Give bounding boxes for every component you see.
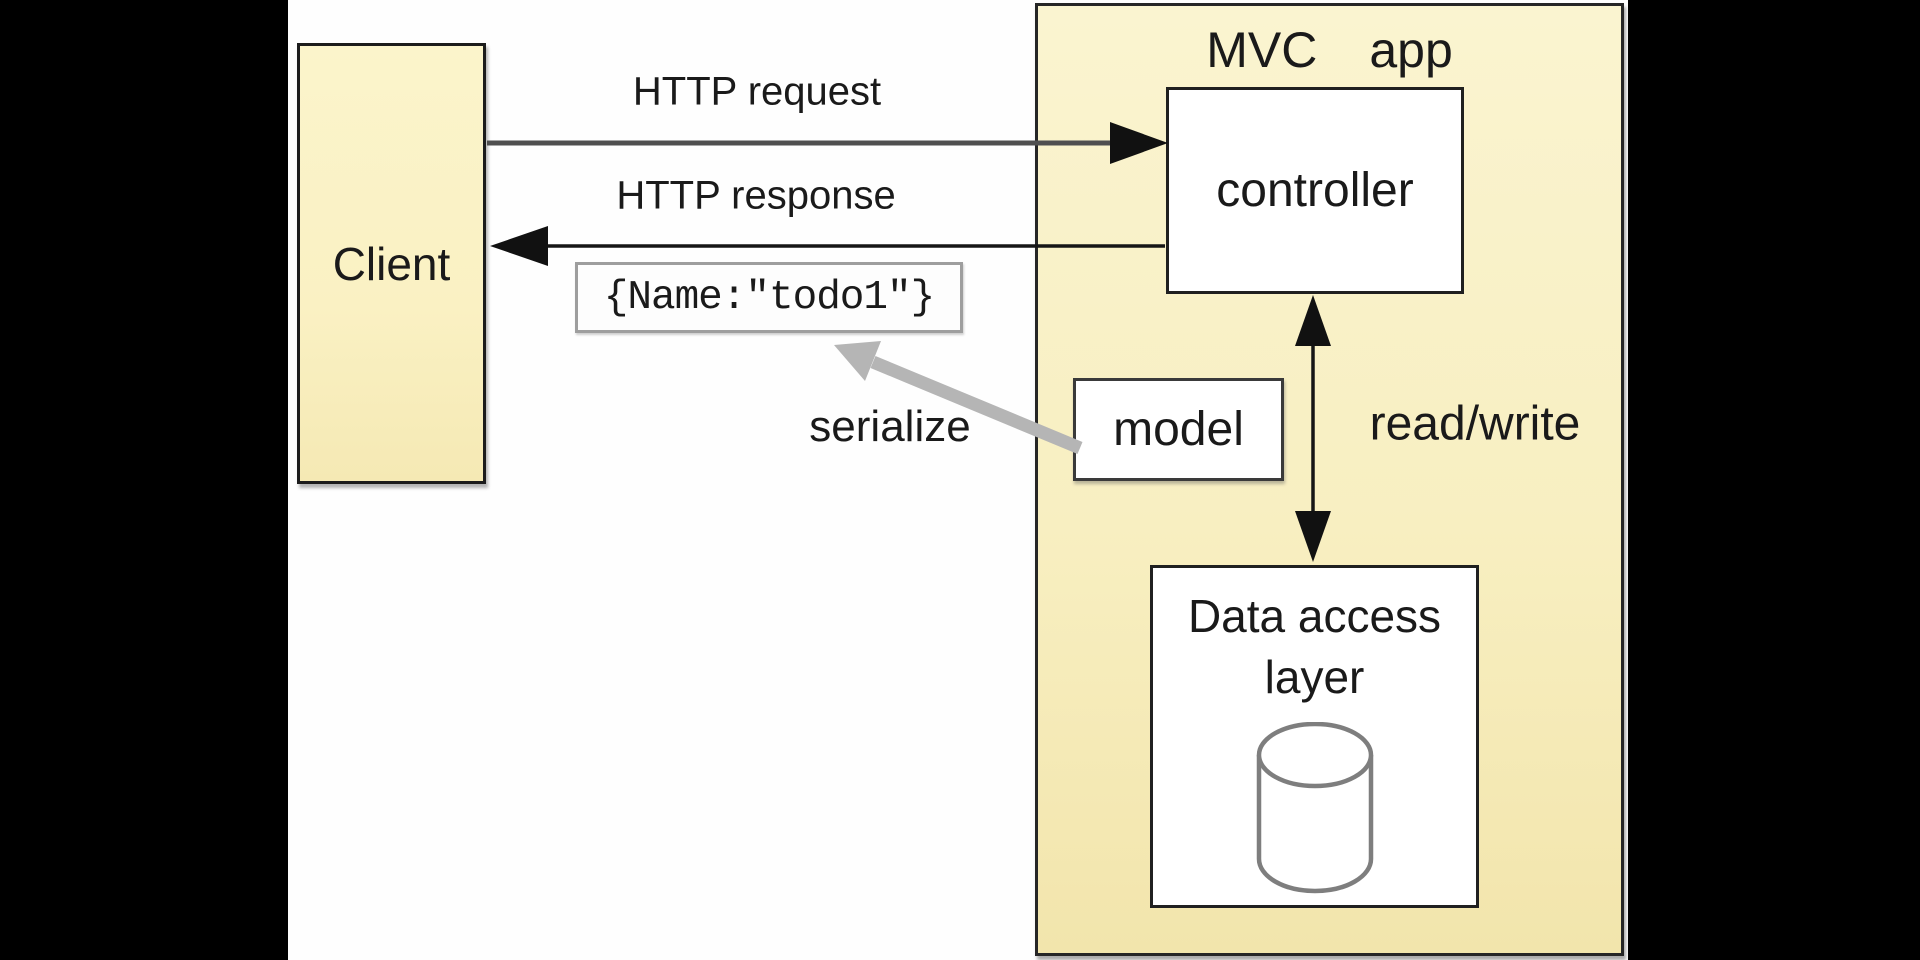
controller-box: controller (1166, 87, 1464, 294)
data-access-layer-box: Data access layer (1150, 565, 1479, 908)
read-write-label: read/write (1369, 397, 1581, 451)
client-box: Client (297, 43, 486, 484)
model-box: model (1073, 378, 1284, 481)
model-label: model (1113, 403, 1244, 456)
http-response-label: HTTP response (616, 173, 896, 218)
mvc-title-mvc: MVC (1206, 22, 1318, 78)
serialize-label: serialize (809, 402, 971, 451)
mvc-title-app: app (1369, 22, 1453, 78)
client-label: Client (332, 237, 451, 290)
data-access-layer-label: Data access layer (1187, 590, 1442, 703)
json-payload-box: {Name:"todo1"} (575, 262, 963, 333)
database-icon (1256, 722, 1373, 894)
json-payload-text: {Name:"todo1"} (603, 274, 935, 321)
mvc-app-title: MVC app (1035, 24, 1624, 76)
http-request-label: HTTP request (632, 69, 882, 114)
controller-label: controller (1216, 164, 1414, 217)
